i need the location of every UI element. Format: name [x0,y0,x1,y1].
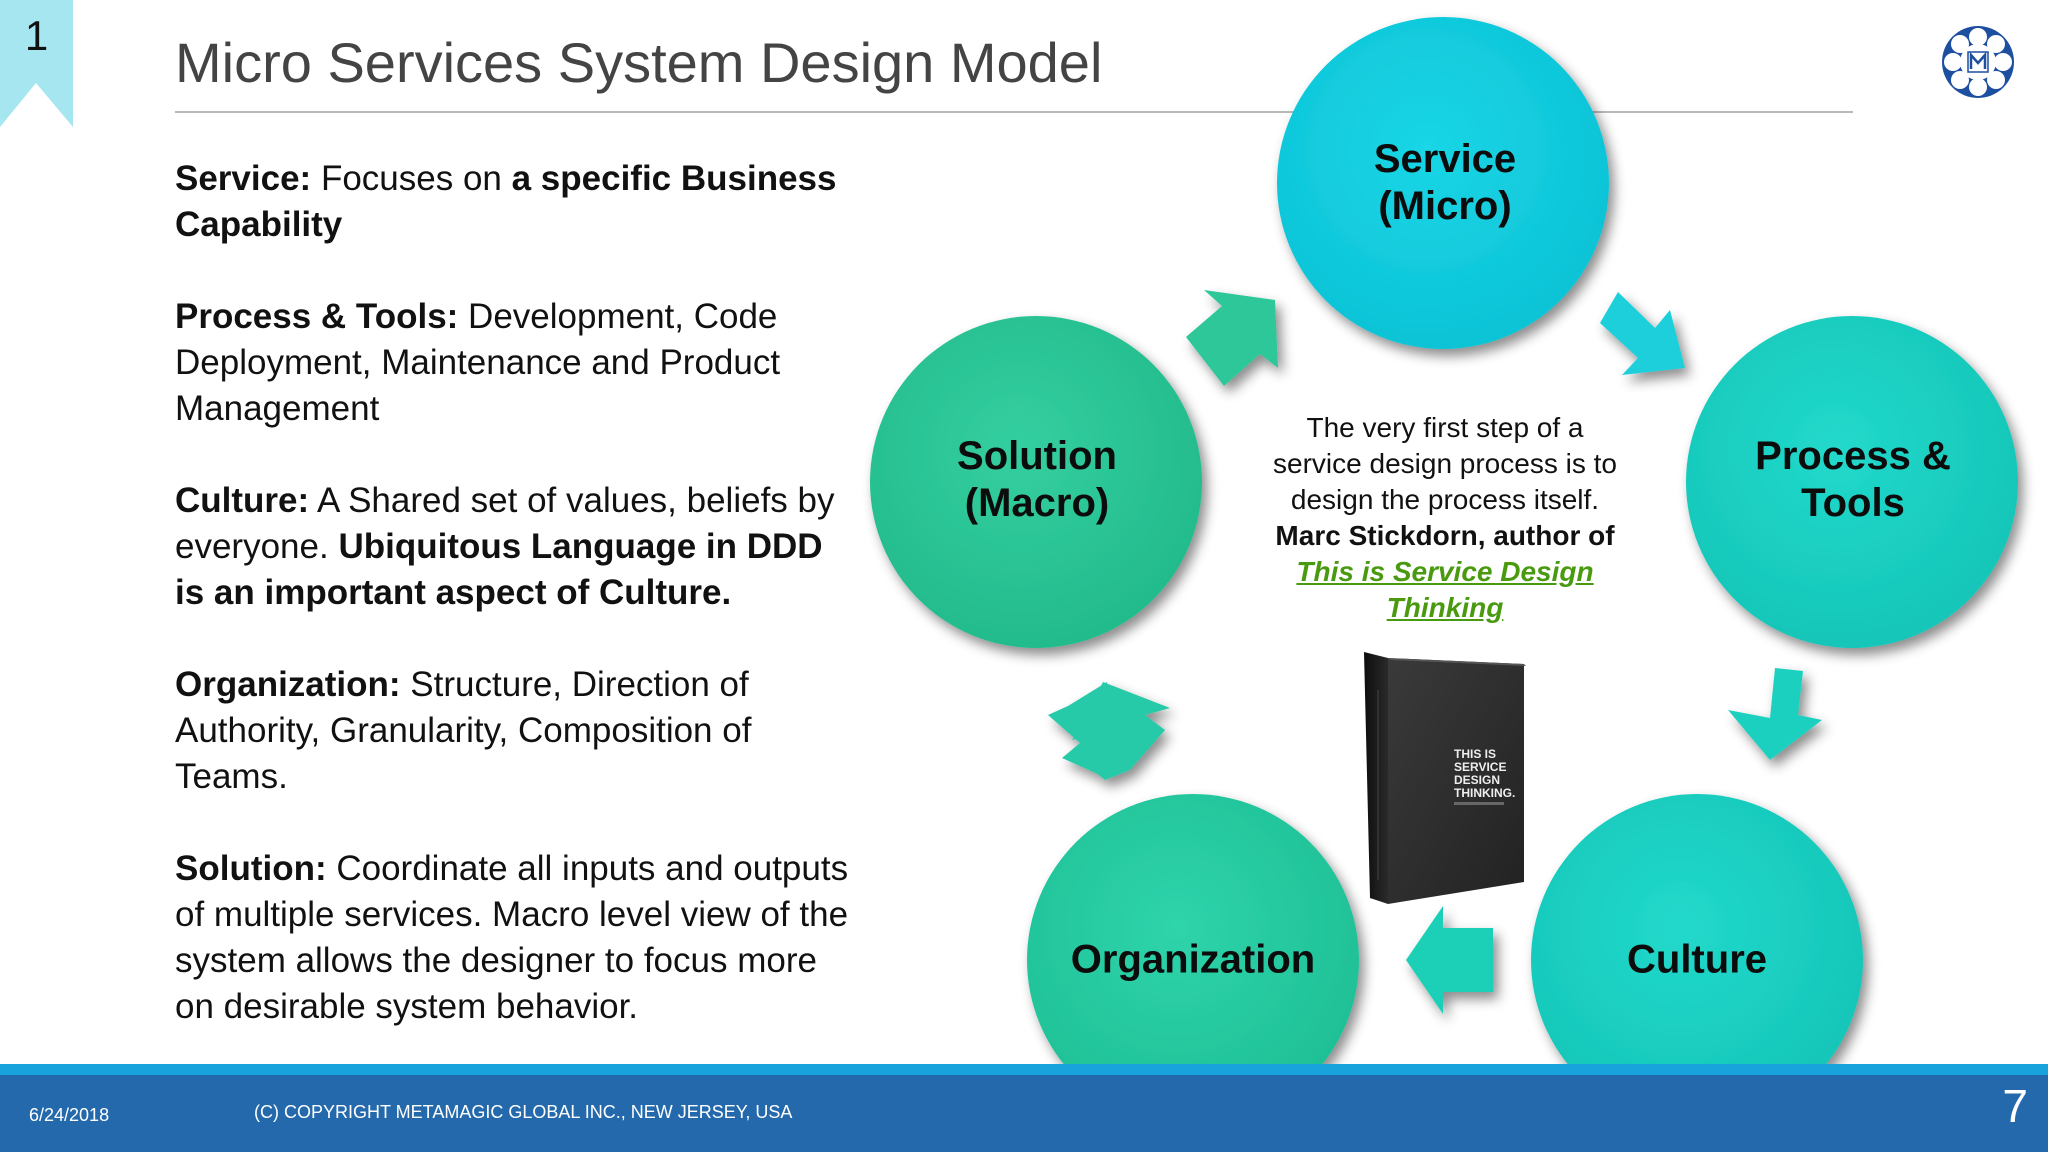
desc-culture-term: Culture: [175,481,310,520]
node-organization-label: Organization [1071,937,1315,984]
book-cover-image: THIS IS SERVICE DESIGN THINKING. [1364,652,1526,904]
quote-author: Marc Stickdorn, author of [1275,520,1615,551]
arrow-solution-to-service [1186,290,1278,386]
logo-icon [1942,26,2014,98]
quote-line2: service design process is to [1273,448,1617,479]
slide-number-tab: 1 [0,0,73,127]
desc-service-bold: a specific Business Capability [175,159,837,244]
desc-solution-term: Solution: [175,849,327,888]
desc-culture: Culture: A Shared set of values, beliefs… [175,478,855,616]
quote-block: The very first step of a service design … [1240,410,1650,626]
book-cover-text-2: SERVICE [1454,760,1506,774]
node-process-line1: Process & [1755,434,1951,478]
book-link-line2[interactable]: Thinking [1386,592,1504,623]
footer-date: 6/24/2018 [29,1105,110,1125]
desc-service-text: Focuses on [311,159,512,198]
desc-organization: Organization: Structure, Direction of Au… [175,662,855,800]
description-list: Service: Focuses on a specific Business … [175,156,855,1076]
quote-line3: design the process itself. [1290,484,1600,515]
arrow-culture-to-organization [1406,906,1493,1014]
book-link-line1[interactable]: This is Service Design [1296,556,1594,587]
desc-process-text: Development, Code Deployment, Maintenanc… [175,297,781,428]
desc-culture-bold: Ubiquitous Language in DDD is an importa… [175,527,823,612]
page-number: 7 [2002,1080,2028,1132]
node-process-line2: Tools [1801,481,1905,525]
node-solution-line2: (Macro) [964,481,1110,525]
desc-solution-text: Coordinate all inputs and outputs of mul… [175,849,849,1026]
desc-process-term: Process & Tools: [175,297,459,336]
node-solution-line1: Solution [957,434,1117,478]
node-solution-label: Solution (Macro) [957,433,1117,527]
desc-organization-text: Structure, Direction of Authority, Granu… [175,665,752,796]
arrow-process-to-culture [1728,668,1822,760]
node-service-line2: (Micro) [1378,184,1512,228]
node-organization-circle [1027,794,1359,1126]
desc-solution: Solution: Coordinate all inputs and outp… [175,846,855,1030]
page-title: Micro Services System Design Model [175,31,1103,94]
arrow-organization-to-solution [1048,682,1170,780]
node-organization-line1: Organization [1070,937,1316,982]
node-service-line1: Service [1373,137,1517,181]
book-cover-text-1: THIS IS [1454,747,1496,761]
node-culture-label: Culture [1627,937,1767,984]
quote-line1: The very first step of a [1306,412,1584,443]
node-culture-circle [1531,794,1863,1126]
tab-notch [0,83,73,127]
title-divider [175,111,1853,113]
desc-service-term: Service: [175,159,312,198]
footer-copyright: (C) COPYRIGHT METAMAGIC GLOBAL INC., NEW… [254,1102,793,1122]
desc-organization-term: Organization: [175,665,401,704]
desc-service: Service: Focuses on a specific Business … [175,156,855,248]
node-process-circle [1686,316,2018,648]
node-solution-circle [870,316,1202,648]
node-culture-line1: Culture [1627,937,1767,982]
node-service-circle [1277,17,1609,349]
footer-stripe [0,1064,2048,1075]
desc-culture-text: A Shared set of values, beliefs by every… [175,481,835,566]
node-service-label: Service (Micro) [1374,136,1516,230]
book-cover-text-3: DESIGN [1454,773,1500,787]
book-cover-text-4: THINKING. [1454,786,1515,800]
desc-process: Process & Tools: Development, Code Deplo… [175,294,855,432]
arrow-service-to-process [1600,292,1685,375]
node-process-label: Process & Tools [1755,433,1951,527]
slide-number: 1 [24,12,49,59]
footer-bar: 6/24/2018 (C) COPYRIGHT METAMAGIC GLOBAL… [0,1075,2048,1152]
